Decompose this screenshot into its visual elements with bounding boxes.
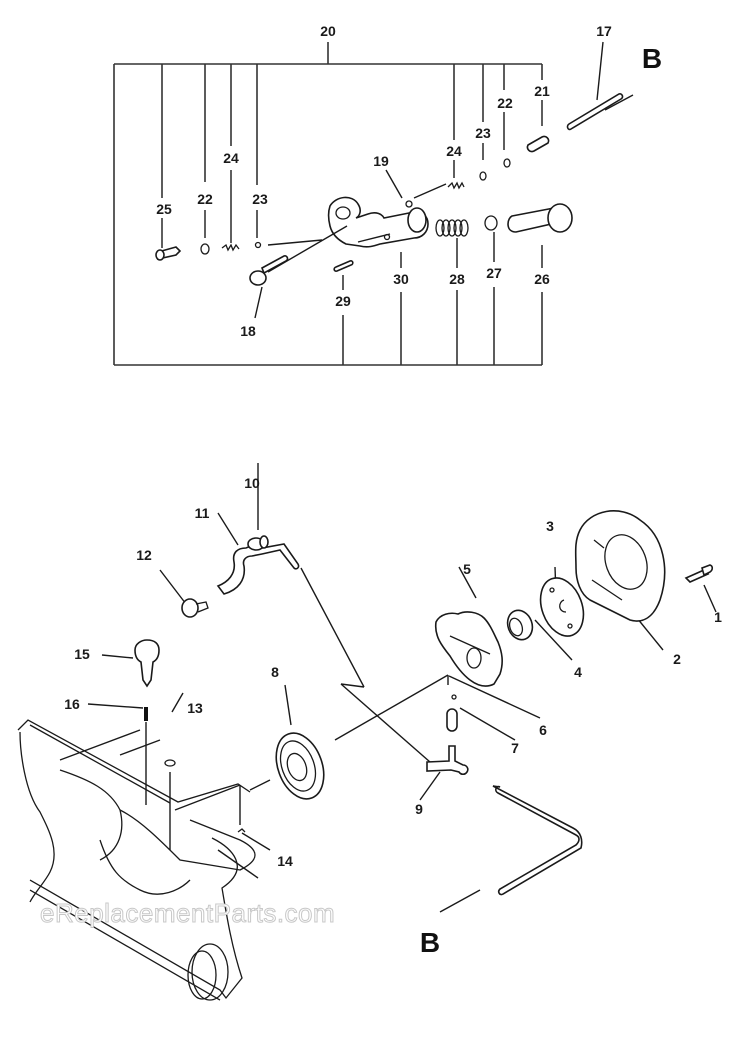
part-17-tube bbox=[566, 93, 624, 131]
part-22b-oring bbox=[503, 158, 511, 168]
callout-4: 4 bbox=[574, 664, 582, 680]
part-12-cap bbox=[181, 598, 209, 618]
part-b-oil-hose bbox=[492, 785, 583, 896]
callout-23a: 23 bbox=[252, 191, 268, 207]
connector-b-top: B bbox=[642, 43, 662, 74]
part-16-pin bbox=[144, 707, 148, 721]
part-18-bolt bbox=[249, 255, 289, 286]
part-10-connector bbox=[247, 535, 269, 551]
part-3-plate bbox=[539, 577, 585, 637]
callout-23b: 23 bbox=[475, 125, 491, 141]
part-11-hose bbox=[216, 543, 300, 595]
part-15-cap bbox=[134, 639, 160, 688]
connector-b-bottom: B bbox=[420, 927, 440, 958]
callout-6: 6 bbox=[539, 722, 547, 738]
callout-20: 20 bbox=[320, 23, 336, 39]
part-2-cover bbox=[574, 510, 666, 622]
part-28-spring bbox=[435, 219, 469, 237]
callout-15: 15 bbox=[74, 646, 90, 662]
part-29-pin bbox=[333, 260, 354, 272]
bottom-leaders bbox=[87, 463, 717, 913]
callout-22a: 22 bbox=[197, 191, 213, 207]
callout-16: 16 bbox=[64, 696, 80, 712]
watermark: eReplacementParts.com bbox=[40, 898, 335, 928]
part-13-oring bbox=[164, 759, 176, 767]
part-7-spring bbox=[446, 708, 458, 732]
top-leaders bbox=[161, 41, 634, 319]
callout-labels: 20 17 21 22 23 24 24 19 22 23 25 27 26 3… bbox=[64, 23, 722, 958]
part-27-oring bbox=[484, 215, 498, 231]
callout-24b: 24 bbox=[446, 143, 462, 159]
part-24-spring bbox=[221, 243, 240, 252]
callout-11: 11 bbox=[195, 505, 210, 521]
part-21-fitting bbox=[526, 135, 550, 153]
callout-5: 5 bbox=[463, 561, 471, 577]
part-23-ball bbox=[254, 241, 262, 249]
callout-21: 21 bbox=[534, 83, 550, 99]
callout-19: 19 bbox=[373, 153, 389, 169]
callout-14: 14 bbox=[277, 853, 293, 869]
callout-7: 7 bbox=[511, 740, 519, 756]
part-1-screw bbox=[684, 564, 714, 583]
callout-30: 30 bbox=[393, 271, 409, 287]
callout-22b: 22 bbox=[497, 95, 513, 111]
part-19-ball bbox=[405, 200, 413, 208]
part-4-worm-gear bbox=[506, 609, 534, 641]
callout-27: 27 bbox=[486, 265, 502, 281]
part-25-screw bbox=[155, 246, 182, 261]
assembly-20-bracket bbox=[113, 42, 543, 366]
callout-3: 3 bbox=[546, 518, 554, 534]
callout-9: 9 bbox=[415, 801, 423, 817]
part-6-ball bbox=[451, 694, 457, 700]
part-9-tee-fitting bbox=[426, 745, 469, 776]
part-23b-ball bbox=[479, 171, 487, 181]
part-26-plunger bbox=[507, 203, 573, 233]
crankcase bbox=[17, 719, 256, 1001]
callout-29: 29 bbox=[335, 293, 351, 309]
callout-10: 10 bbox=[244, 475, 260, 491]
part-24b-spring bbox=[447, 181, 465, 190]
part-14-clip bbox=[237, 828, 246, 833]
callout-2: 2 bbox=[673, 651, 681, 667]
part-22-oring bbox=[200, 243, 210, 255]
part-8-drive-gear bbox=[275, 732, 325, 800]
callout-12: 12 bbox=[136, 547, 152, 563]
callout-28: 28 bbox=[449, 271, 465, 287]
callout-13: 13 bbox=[187, 700, 203, 716]
callout-24a: 24 bbox=[223, 150, 239, 166]
callout-25: 25 bbox=[156, 201, 172, 217]
callout-18: 18 bbox=[240, 323, 256, 339]
part-30-pump-body bbox=[327, 196, 429, 248]
callout-17: 17 bbox=[596, 23, 612, 39]
callout-1: 1 bbox=[714, 609, 722, 625]
callout-26: 26 bbox=[534, 271, 550, 287]
callout-8: 8 bbox=[271, 664, 279, 680]
part-5-oil-pump bbox=[434, 611, 503, 687]
